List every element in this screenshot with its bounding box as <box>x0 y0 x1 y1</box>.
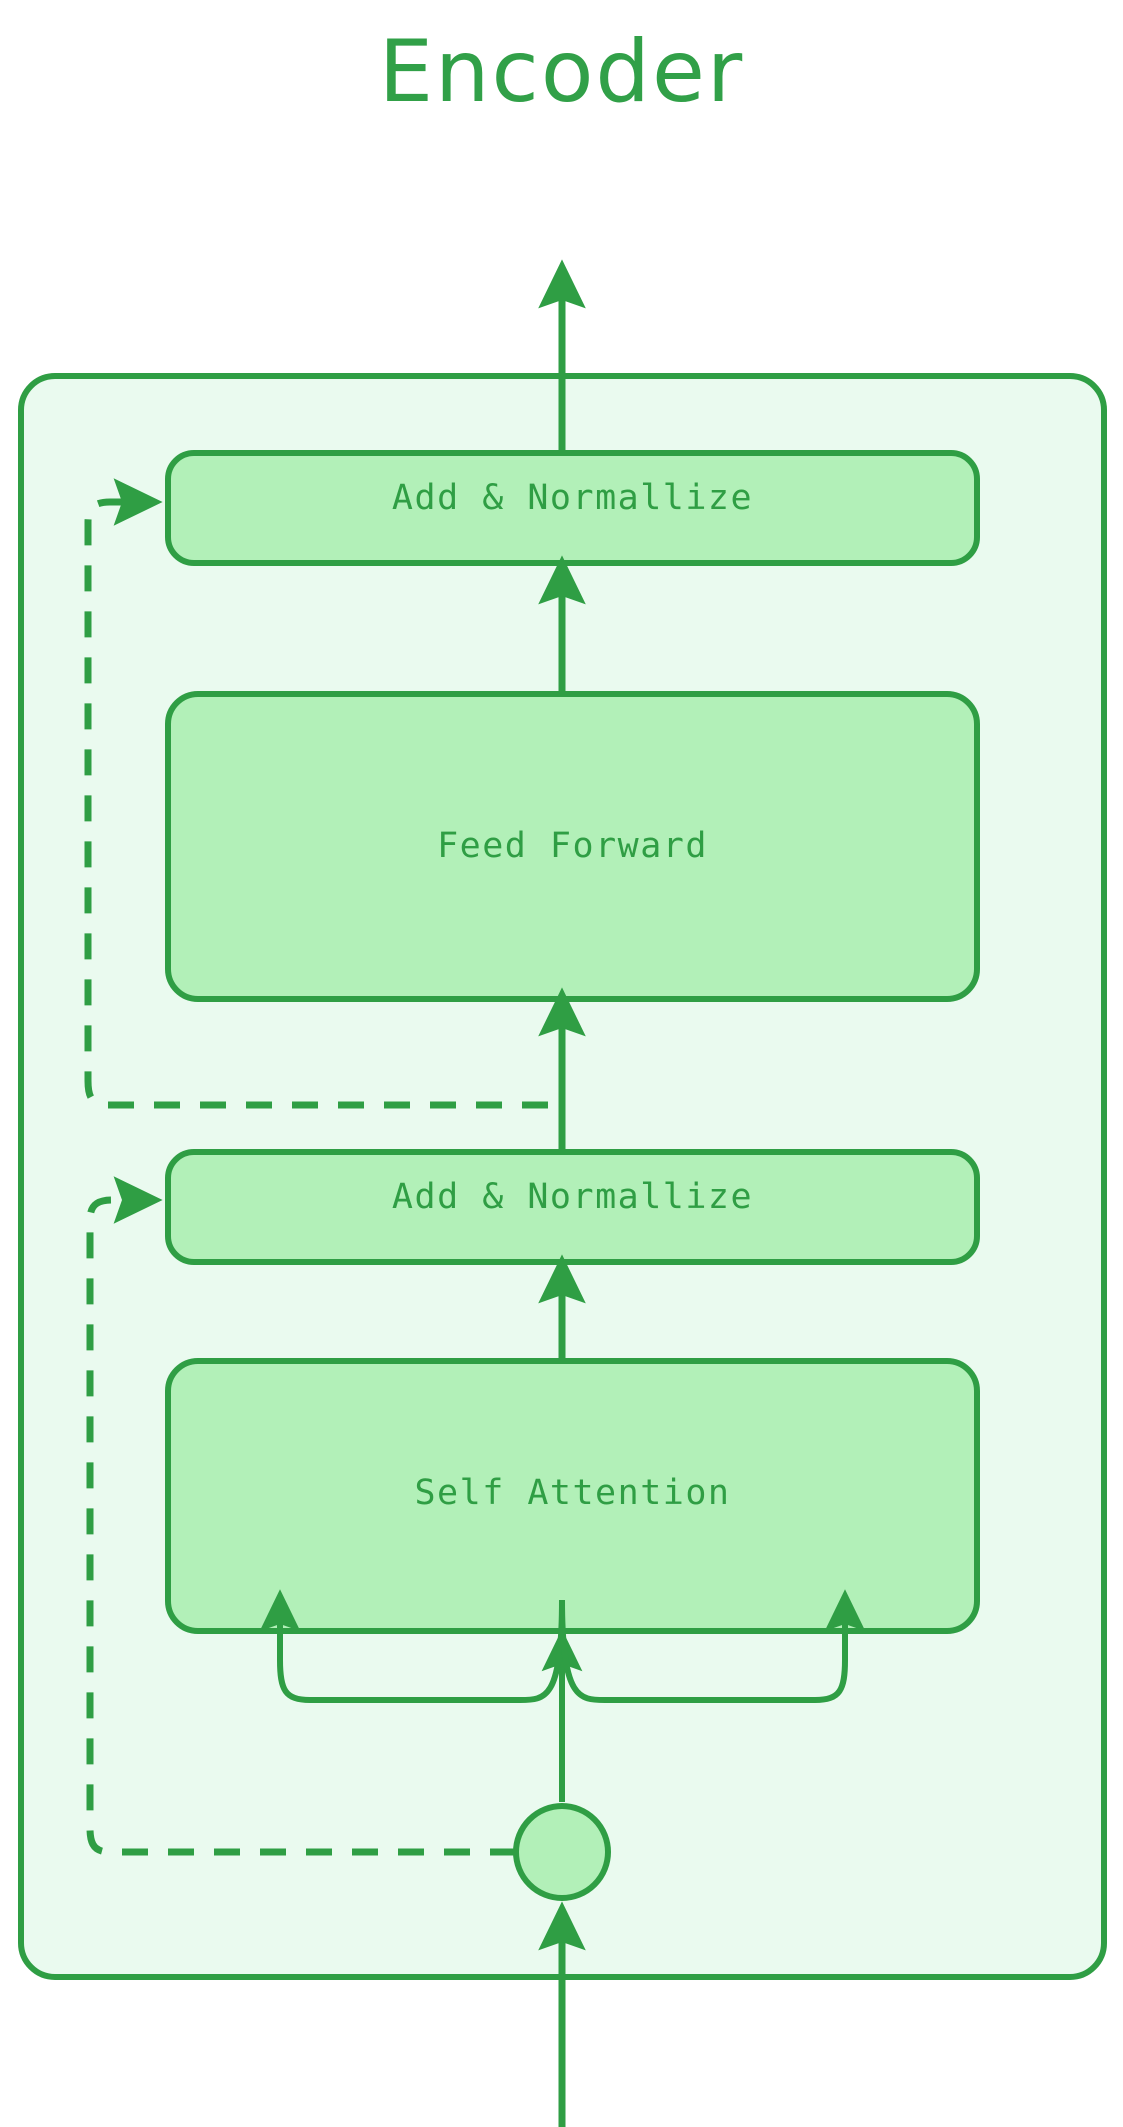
edge-junction-to-attention-k <box>259 1589 565 1703</box>
block-add-normalize-top[interactable] <box>165 450 980 566</box>
edge-junction-to-attention-q <box>559 1589 866 1703</box>
node-input-junction[interactable] <box>513 1803 611 1901</box>
block-add-normalize-bottom[interactable] <box>165 1149 980 1265</box>
edge-residual-feedforward <box>84 478 548 1109</box>
block-self-attention[interactable] <box>165 1358 980 1634</box>
block-feed-forward[interactable] <box>165 691 980 1002</box>
edge-residual-attention <box>86 1176 516 1856</box>
